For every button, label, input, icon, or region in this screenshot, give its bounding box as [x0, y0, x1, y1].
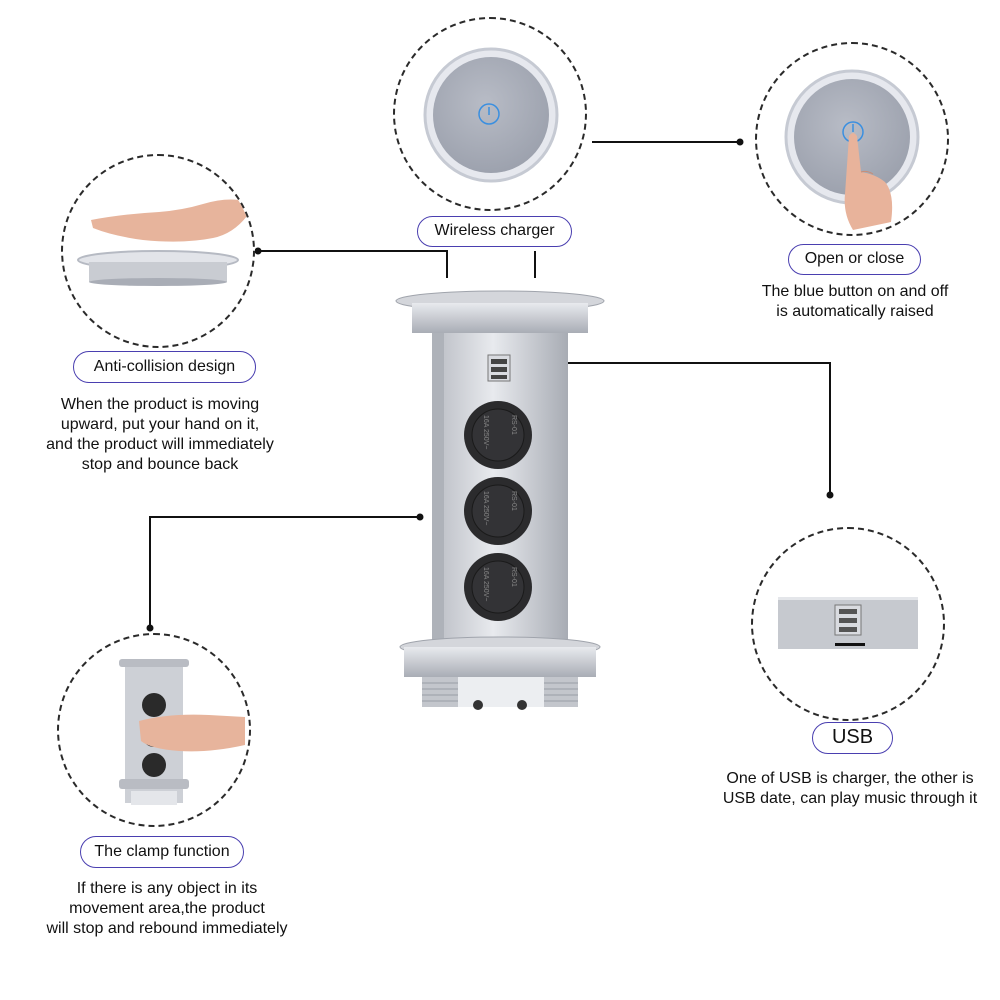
usb-circle	[751, 527, 945, 721]
dot-open	[736, 138, 744, 146]
socket-model-2: RS-01	[510, 491, 517, 511]
socket-model-1: RS-01	[510, 415, 517, 435]
wireless-charger-circle	[393, 17, 587, 211]
clamp-description: If there is any object in its movement a…	[46, 880, 288, 937]
dot-anti	[254, 247, 262, 255]
anti-collision-label: Anti-collision design	[73, 351, 256, 383]
dot-usb-end	[826, 491, 834, 499]
anti-collision-image	[77, 199, 247, 286]
usb-port-icon	[834, 604, 862, 636]
wireless-charger-image	[423, 47, 559, 183]
socket-icon	[464, 401, 532, 621]
socket-rating-3: 16A 250V~	[482, 567, 489, 601]
clamp-label: The clamp function	[80, 836, 244, 868]
hand-icon	[91, 199, 247, 242]
open-close-image	[784, 69, 920, 230]
pop-up-socket-tower: 16A 250V~ RS-01 16A 250V~ RS-01 16A 250V…	[395, 290, 605, 710]
usb-image	[778, 597, 918, 649]
socket-model-3: RS-01	[510, 567, 517, 587]
clamp-image	[119, 659, 245, 805]
usb-label: USB	[812, 722, 893, 754]
anti-collision-circle	[61, 154, 255, 348]
line-usb	[520, 362, 831, 493]
dot-clamp-end	[146, 624, 154, 632]
power-icon	[478, 103, 500, 125]
open-close-label: Open or close	[788, 244, 921, 275]
open-close-description: The blue button on and off is automatica…	[761, 283, 949, 320]
open-close-circle	[755, 42, 949, 236]
dot-clamp-start	[416, 513, 424, 521]
usb-description: One of USB is charger, the other is USB …	[722, 770, 978, 807]
line-clamp	[149, 516, 420, 628]
finger-icon	[844, 133, 893, 230]
line-anti-collision	[258, 250, 448, 278]
wireless-charger-label: Wireless charger	[417, 216, 572, 247]
socket-rating-2: 16A 250V~	[482, 491, 489, 525]
hand-icon	[139, 714, 245, 752]
clamp-circle	[57, 633, 251, 827]
usb-port-icon	[487, 354, 511, 382]
socket-rating-1: 16A 250V~	[482, 415, 489, 449]
anti-collision-description: When the product is moving upward, put y…	[46, 396, 274, 473]
